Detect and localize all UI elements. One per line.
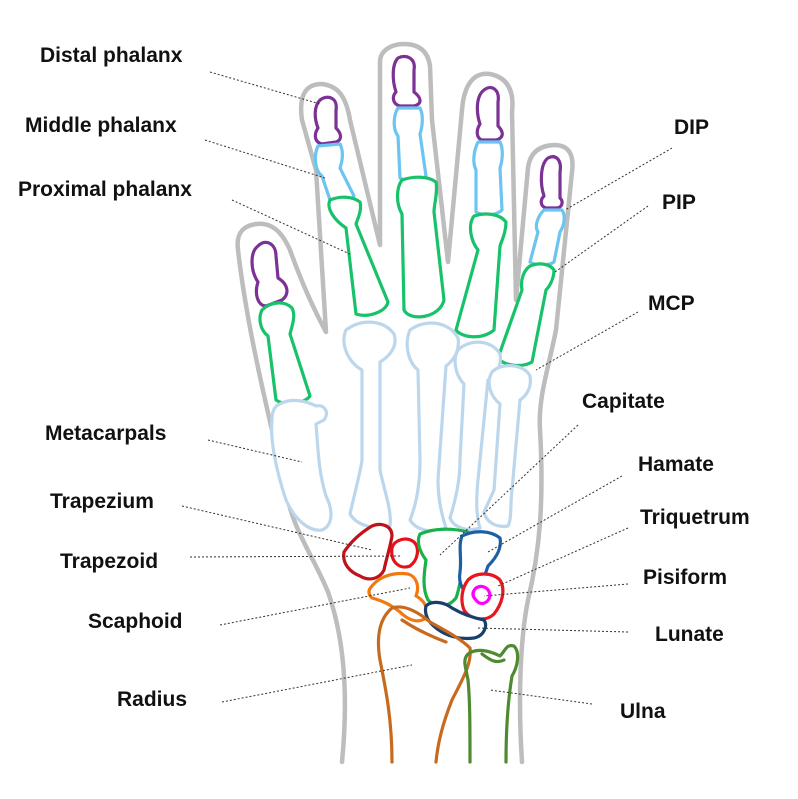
- ulna-bone: [463, 644, 520, 764]
- distal-phalanx-middle: [391, 54, 422, 108]
- label-ulna: Ulna: [620, 700, 666, 723]
- middle-phalanx-little: [528, 208, 566, 267]
- leader-ulna: [489, 689, 593, 705]
- leader-mcp: [535, 311, 639, 371]
- hand-outline: [235, 41, 575, 765]
- label-lunate: Lunate: [655, 623, 724, 646]
- label-trapezoid: Trapezoid: [60, 550, 159, 573]
- leader-dip: [564, 147, 673, 211]
- radius-articular-edge: [400, 618, 448, 644]
- leader-trapezium: [181, 505, 373, 551]
- proximal-phalanx-little: [496, 262, 556, 368]
- label-pisiform: Pisiform: [643, 566, 728, 589]
- leader-lunate: [475, 627, 629, 633]
- middle-phalanx-middle: [392, 106, 428, 183]
- metacarpal-thumb: [270, 398, 333, 532]
- label-middle-phalanx: Middle phalanx: [25, 114, 177, 137]
- metacarpal-little: [482, 364, 532, 528]
- leader-scaphoid: [219, 587, 411, 626]
- leader-capitate: [439, 424, 579, 556]
- leader-metacarpals: [207, 439, 303, 463]
- metacarpal-index: [342, 320, 397, 529]
- middle-phalanx-ring: [472, 140, 504, 217]
- label-capitate: Capitate: [582, 390, 665, 413]
- label-scaphoid: Scaphoid: [88, 610, 183, 633]
- label-proximal-phalanx: Proximal phalanx: [18, 178, 192, 201]
- radius-bone: [376, 605, 472, 764]
- label-radius: Radius: [117, 688, 188, 711]
- label-metacarpals: Metacarpals: [45, 422, 167, 445]
- metacarpal-middle: [405, 321, 460, 533]
- proximal-phalanx-index: [327, 195, 390, 317]
- leader-distal-phalanx: [209, 71, 321, 105]
- leader-triquetrum: [497, 527, 629, 587]
- leader-middle-phalanx: [204, 139, 326, 179]
- trapezium-bone: [342, 522, 394, 581]
- distal-phalanx-index: [313, 95, 343, 146]
- proximal-phalanx-middle: [395, 175, 446, 319]
- label-mcp: MCP: [648, 292, 695, 315]
- label-trapezium: Trapezium: [50, 490, 154, 513]
- proximal-phalanx-thumb: [258, 301, 312, 406]
- label-pip: PIP: [662, 191, 696, 214]
- label-distal-phalanx: Distal phalanx: [40, 44, 183, 67]
- leader-trapezoid: [189, 555, 401, 558]
- pisiform-bone: [471, 584, 492, 606]
- label-triquetrum: Triquetrum: [640, 506, 750, 529]
- metacarpal-ring: [448, 340, 502, 532]
- label-dip: DIP: [674, 116, 710, 139]
- leader-hamate: [487, 475, 623, 553]
- leader-radius: [221, 664, 413, 703]
- middle-phalanx-index: [313, 142, 356, 204]
- leader-pip: [554, 205, 649, 273]
- proximal-phalanx-ring: [454, 212, 508, 339]
- label-hamate: Hamate: [638, 453, 714, 476]
- ulna-styloid-edge: [480, 652, 506, 664]
- distal-phalanx-thumb: [250, 240, 289, 308]
- distal-phalanx-little: [539, 155, 564, 210]
- leader-pisiform: [483, 583, 629, 597]
- trapezoid-bone: [390, 537, 420, 569]
- distal-phalanx-ring: [475, 86, 504, 142]
